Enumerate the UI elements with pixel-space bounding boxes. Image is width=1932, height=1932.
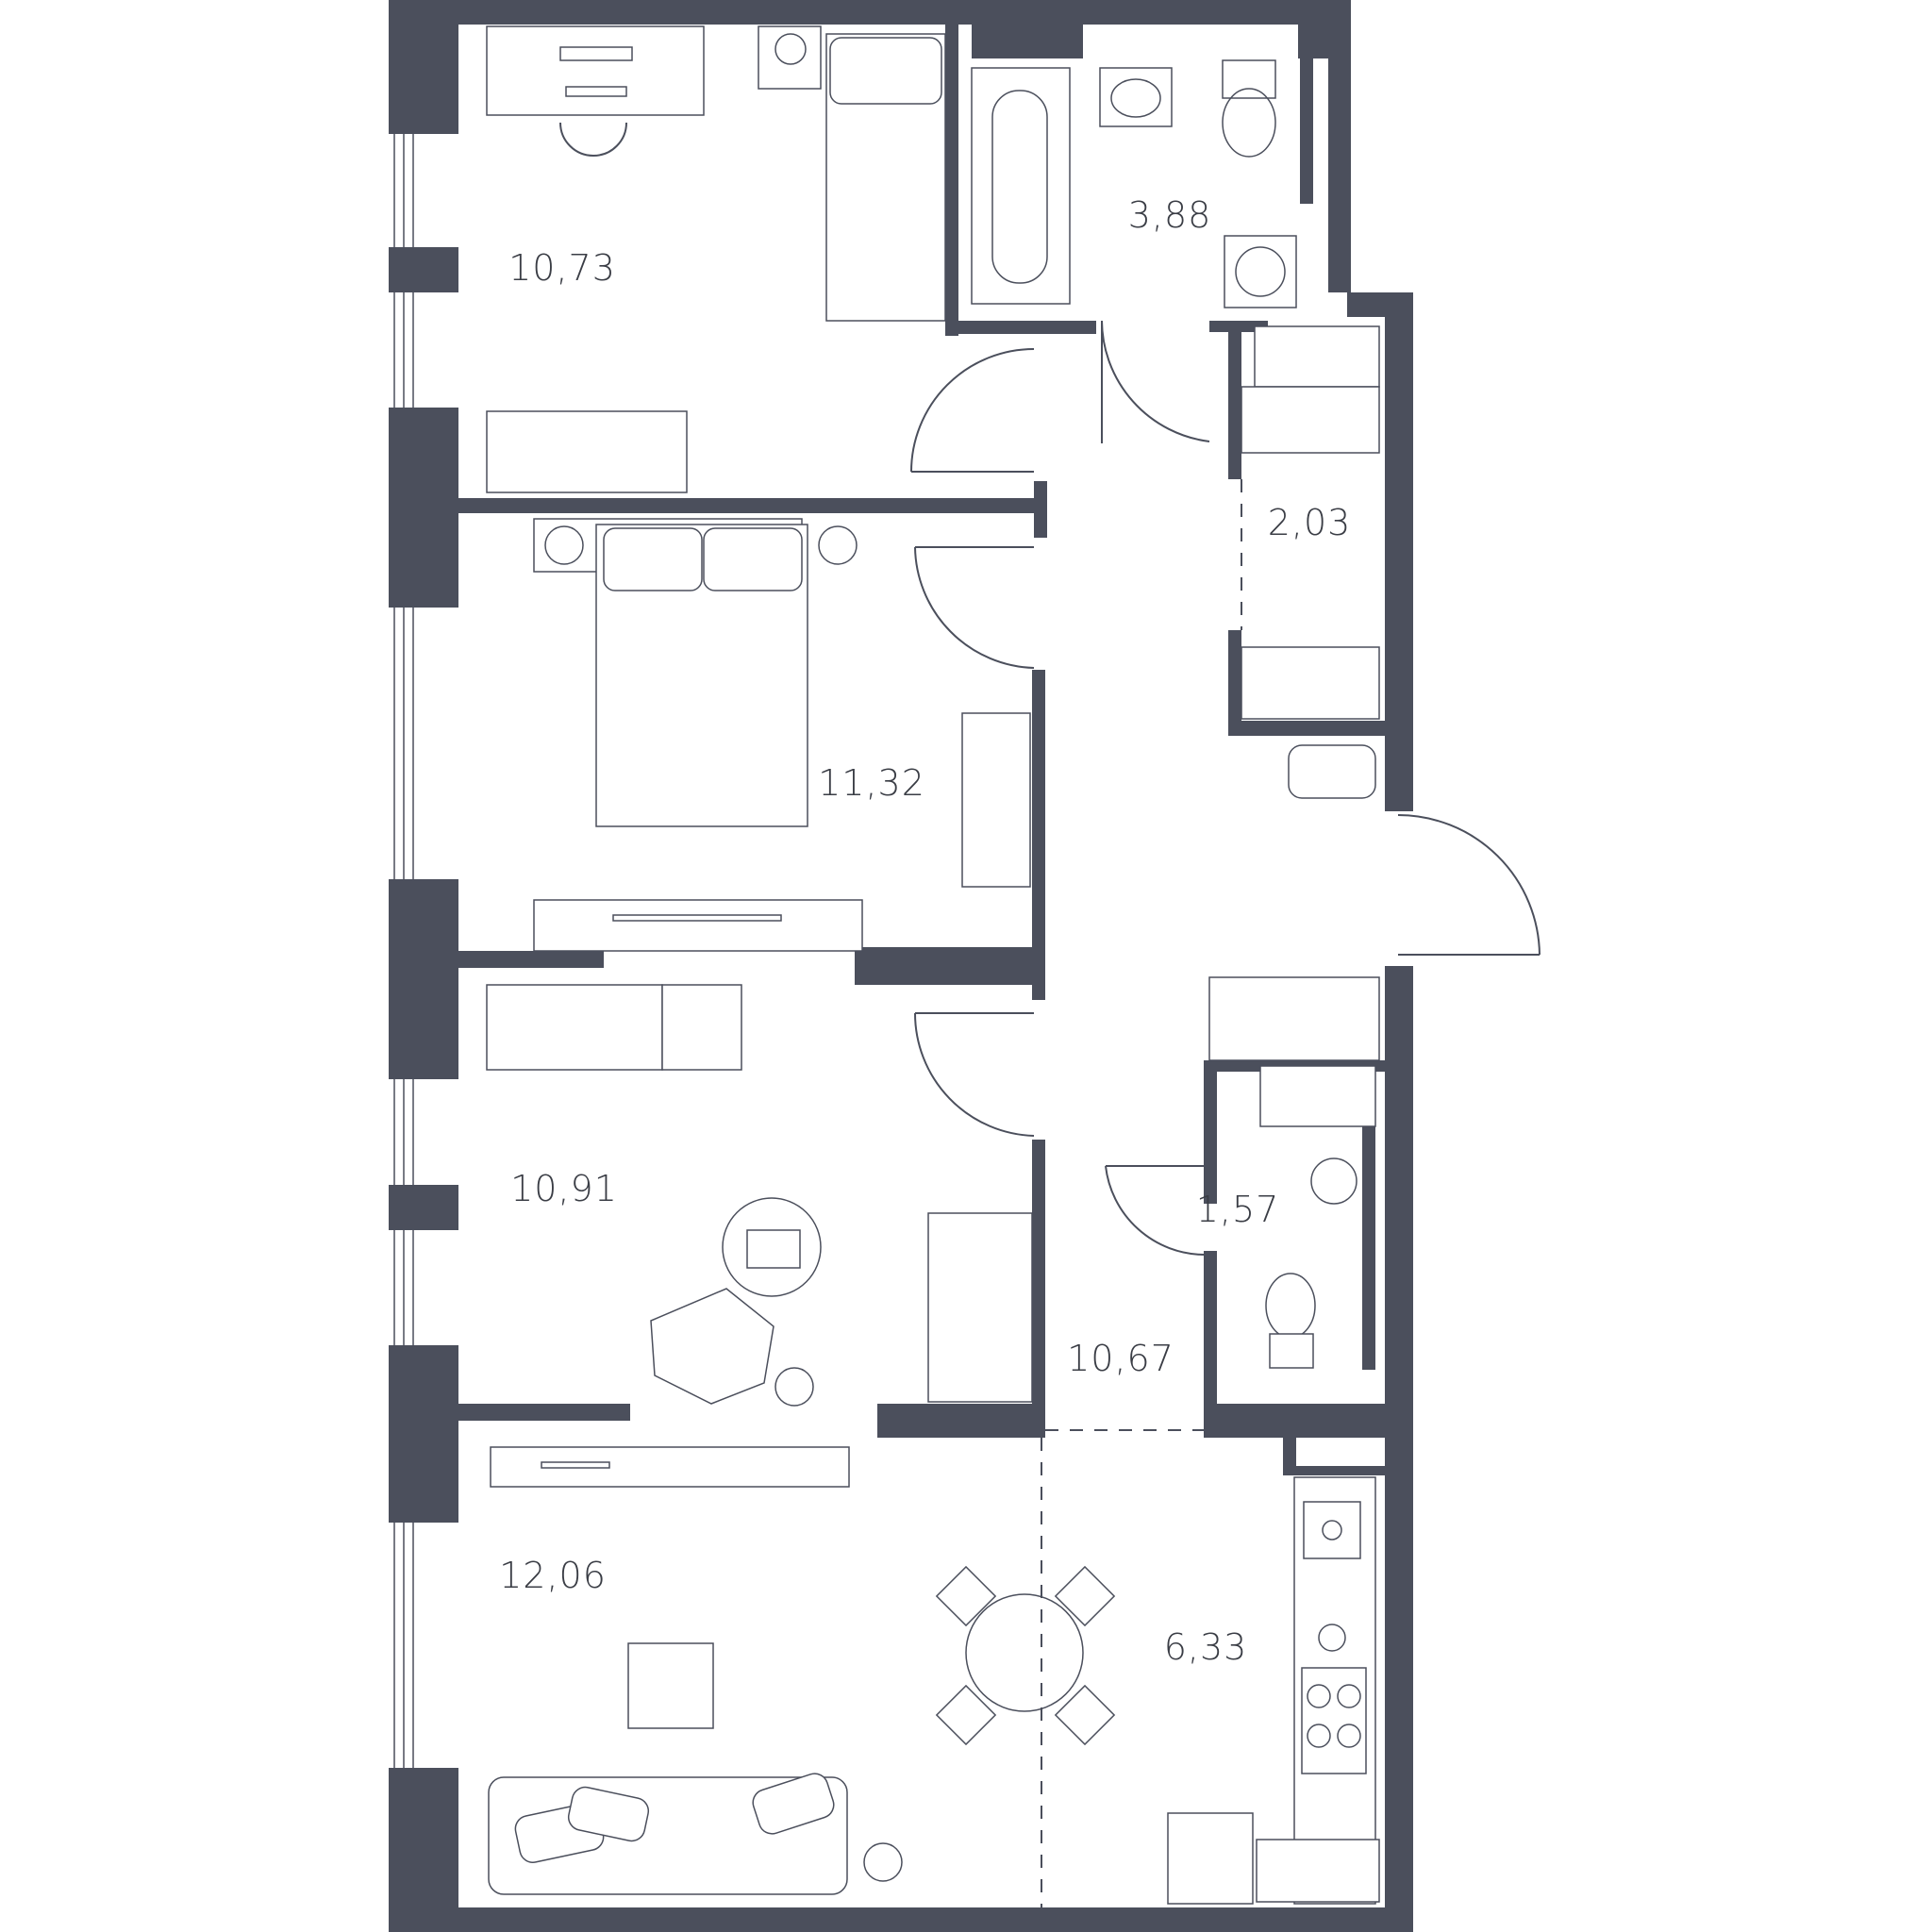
walls [389,0,1413,1932]
area-bedroom-2: 11,32 [818,762,925,804]
area-bedroom-3: 10,91 [510,1168,618,1209]
doors [910,320,1541,1256]
area-kitchen: 6,33 [1163,1626,1248,1668]
area-hallway: 10,67 [1067,1338,1174,1379]
area-bathroom: 3,88 [1127,194,1212,236]
area-wardrobe: 2,03 [1267,502,1352,543]
area-living-room: 12,06 [499,1555,607,1596]
zone-dividers [1041,479,1242,1907]
area-bedroom-1: 10,73 [508,247,616,289]
furniture [486,25,1380,1905]
area-toilet: 1,57 [1195,1189,1280,1230]
windows [393,134,414,1768]
